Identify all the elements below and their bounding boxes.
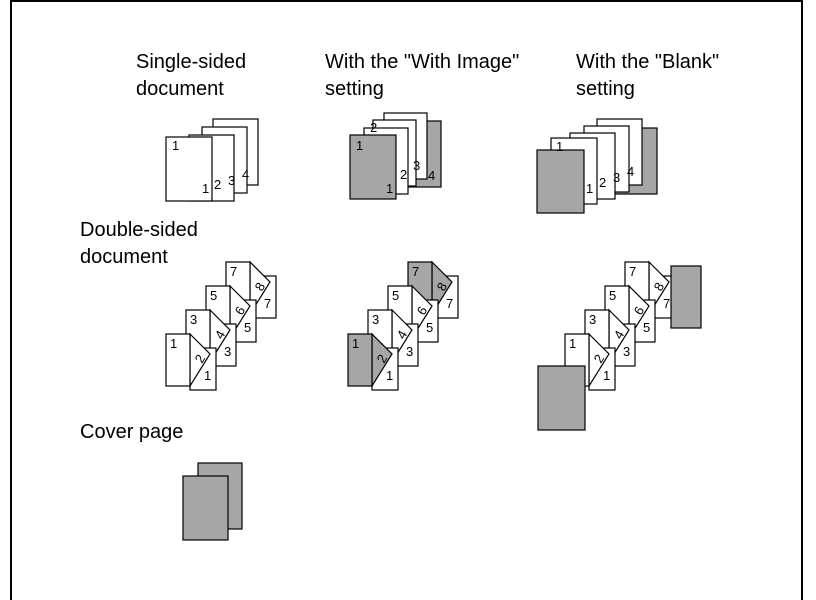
page-number: 7 (264, 296, 271, 311)
heading-single-sided-line2: document (136, 78, 224, 100)
page-number: 5 (392, 288, 399, 303)
page-number: 1 (170, 336, 177, 351)
page-number: 3 (406, 344, 413, 359)
page-number: 3 (190, 312, 197, 327)
page-number: 7 (446, 296, 453, 311)
page-number: 1 (356, 138, 363, 153)
page-number: 7 (629, 264, 636, 279)
heading-single-sided-line1: Single-sided (136, 51, 247, 73)
page-number: 2 (599, 175, 606, 190)
page-number: 1 (569, 336, 576, 351)
page-number: 2 (214, 177, 221, 192)
page-number: 3 (413, 158, 420, 173)
heading-with-image-line2: setting (325, 78, 384, 100)
page-number: 5 (643, 320, 650, 335)
page-number: 3 (228, 173, 235, 188)
blank-back-cover (670, 265, 702, 329)
page-number: 1 (204, 368, 211, 383)
single-page-1 (165, 136, 213, 202)
page-number: 5 (244, 320, 251, 335)
figure-frame (10, 0, 803, 600)
page-number: 1 (386, 181, 393, 196)
blank-stack (536, 118, 658, 214)
heading-blank-line1: With the "Blank" (576, 51, 720, 73)
page-number: 5 (426, 320, 433, 335)
page-number: 3 (589, 312, 596, 327)
page-number: 1 (202, 181, 209, 196)
single-sided-numbers: 1 1 2 3 4 (172, 138, 249, 196)
page-number: 4 (242, 167, 249, 182)
page-number: 1 (586, 181, 593, 196)
double-sided-front-page (347, 333, 373, 387)
page-number: 4 (627, 164, 634, 179)
double-sided-front-page (165, 333, 191, 387)
page-number: 5 (609, 288, 616, 303)
single-sided-stack (165, 118, 259, 202)
blank-front-cover (536, 149, 585, 214)
page-number: 2 (370, 120, 377, 135)
cover-page-stack (182, 462, 243, 541)
heading-double-sided-line2: document (80, 246, 168, 268)
page-number: 3 (613, 170, 620, 185)
heading-double-sided-line1: Double-sided (80, 219, 198, 241)
page-number: 7 (663, 296, 670, 311)
page-number: 1 (556, 139, 563, 154)
page-stack-illustrations: 1 1 2 3 4 2 1 1 2 3 4 1 1 2 3 4 78756534… (165, 112, 702, 541)
heading-blank-line2: setting (576, 78, 635, 100)
page-number: 5 (210, 288, 217, 303)
page-number: 3 (224, 344, 231, 359)
heading-with-image-line1: With the "With Image" (325, 51, 520, 73)
heading-cover-page: Cover page (80, 421, 184, 443)
page-number: 1 (603, 368, 610, 383)
page-number: 2 (400, 167, 407, 182)
blank-front-cover (537, 365, 586, 431)
cover-front (182, 475, 229, 541)
with-image-stack (349, 112, 442, 200)
blank-numbers: 1 1 2 3 4 (556, 139, 634, 196)
page-number: 1 (352, 336, 359, 351)
page-number: 3 (372, 312, 379, 327)
page-number: 3 (623, 344, 630, 359)
page-number: 4 (428, 168, 435, 183)
page-number: 1 (386, 368, 393, 383)
front-cover (349, 134, 397, 200)
page-number: 7 (230, 264, 237, 279)
page-number: 7 (412, 264, 419, 279)
with-image-numbers: 2 1 1 2 3 4 (356, 120, 435, 196)
page-number: 1 (172, 138, 179, 153)
